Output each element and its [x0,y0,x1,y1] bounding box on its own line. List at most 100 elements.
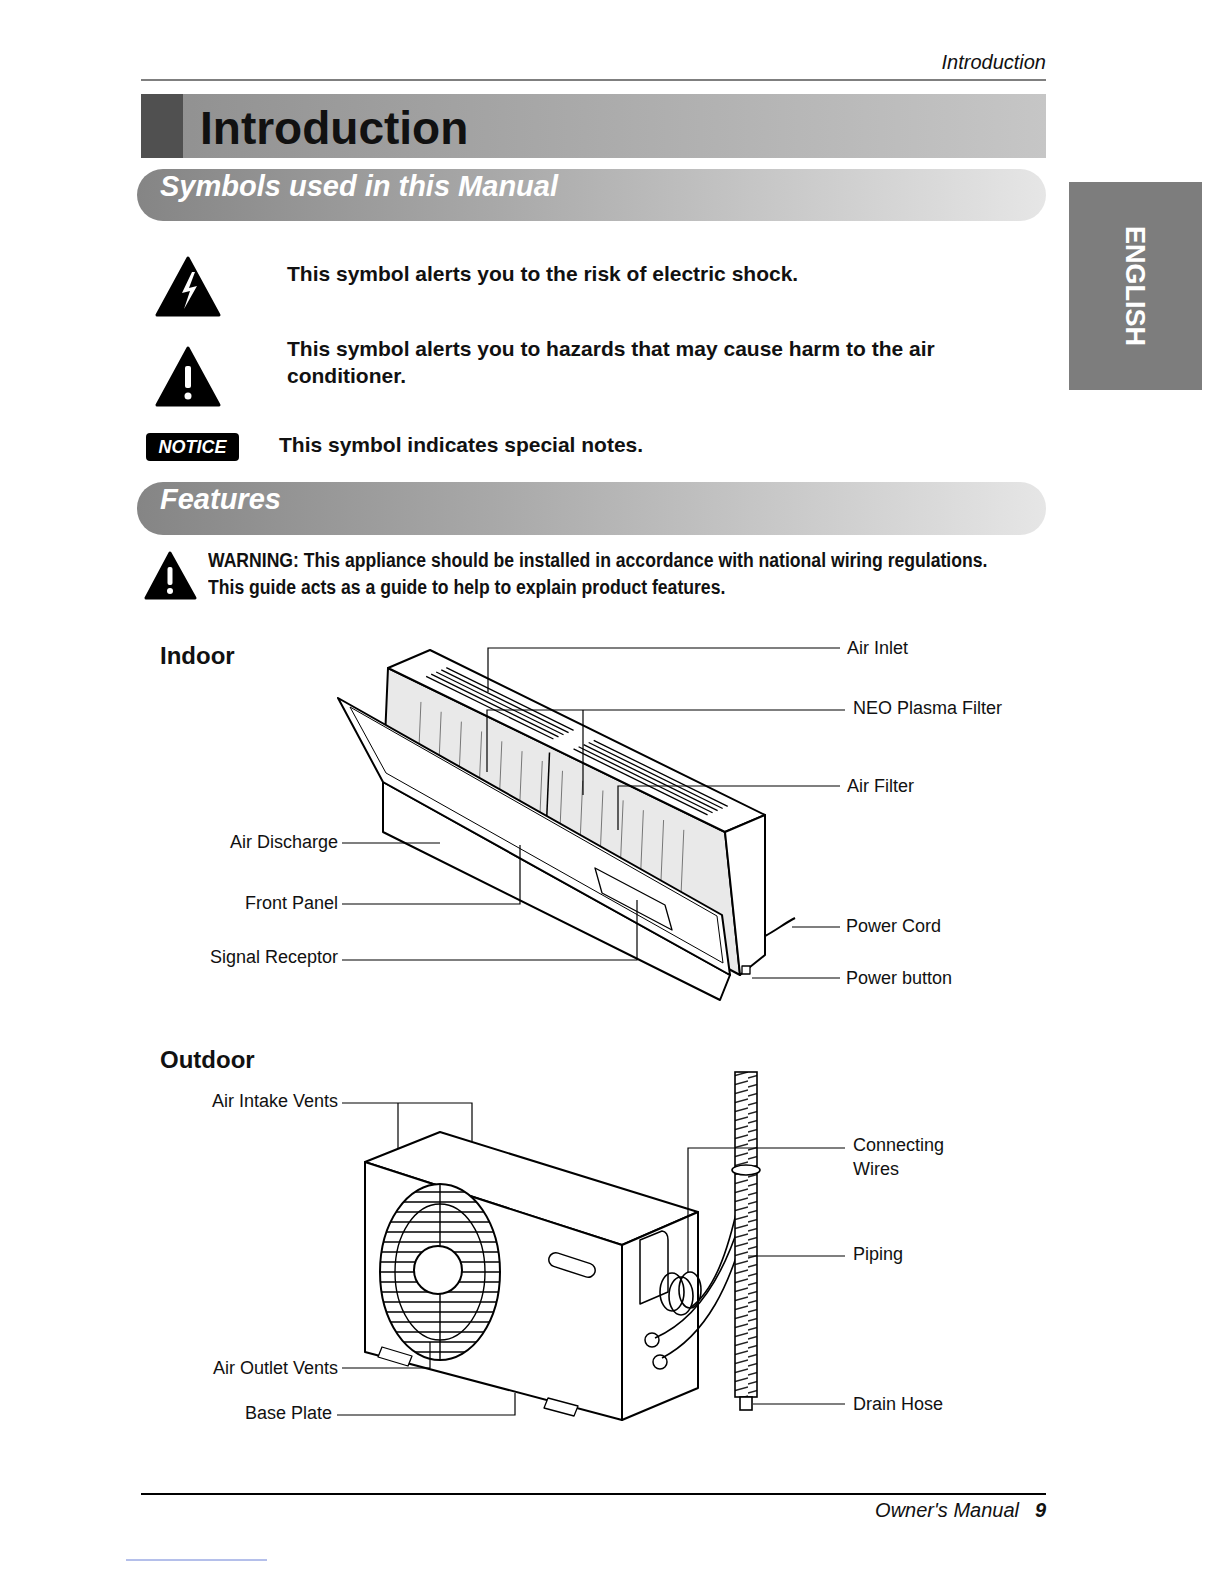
leader-line [397,1103,398,1148]
leader-line [582,710,583,795]
leader-line [487,710,845,772]
outdoor-leaders [337,1103,845,1415]
power-cord [765,918,795,936]
part-label: Drain Hose [853,1393,943,1416]
grille-slot [441,670,568,733]
grille-slot [594,740,728,806]
section-band: Features [137,482,1046,535]
grille-slot [579,747,713,813]
part-label: Air Intake Vents [212,1090,338,1113]
leader-line [792,926,840,927]
section-band: Symbols used in this Manual [137,169,1046,221]
service-valve [645,1333,659,1347]
part-label: Signal Receptor [210,946,338,969]
grille-slot [431,674,558,737]
indoor-leaders [342,648,845,978]
part-label: Air Filter [847,775,914,798]
leader-line [748,1255,845,1256]
part-label: Power button [846,967,952,990]
front-face [365,1162,622,1420]
leader-line [337,1393,515,1415]
notice-badge: NOTICE [146,433,239,461]
grille-slot [589,742,723,808]
footer-rule [141,1493,1046,1495]
leader-line [688,1148,845,1272]
leader-line [342,1342,430,1368]
part-label: Connecting Wires [853,1133,963,1181]
wire-coil [669,1277,693,1315]
grille-slot [574,749,708,815]
title-band [141,94,1046,158]
symbol-note: This symbol alerts you to the risk of el… [287,261,798,287]
exclamation-dot [185,393,192,400]
exclamation-bar [168,567,173,585]
exclamation-dot [167,588,173,594]
mounting-foot [544,1398,578,1416]
wire-run [690,1205,738,1308]
grille-bars [370,1180,510,1365]
wire-coil [679,1272,701,1308]
scan-artifact-line [126,1560,267,1561]
title-band-block [141,94,183,158]
warning-triangle [157,258,219,315]
indoor-unit [338,650,795,1000]
warning-triangle [157,348,219,405]
part-label: Base Plate [245,1402,332,1425]
part-label: Front Panel [245,892,338,915]
node-text: NOTICE [158,436,226,458]
outdoor-unit [365,1132,698,1420]
leader-line [342,842,440,843]
front-panel [338,698,730,975]
grille-slot [426,676,553,739]
part-label: Air Outlet Vents [213,1357,338,1380]
warning-triangle [146,553,195,598]
leader-line [342,1103,472,1141]
page-number: 9 [1035,1498,1046,1523]
header-rule [141,79,1046,80]
footer-text: Owner's Manual [875,1498,1019,1523]
pipe-clamp [732,1165,760,1175]
mounting-foot [378,1347,412,1366]
page-title: Introduction [200,100,468,156]
name-plate [547,1251,597,1279]
signal-receptor-window [595,868,672,930]
power-button [742,966,750,974]
leader-line [753,1403,845,1404]
drain-hose-end [740,1397,752,1410]
panel-inset [350,707,723,963]
grille-slot [584,745,718,811]
node-text: ENGLISH [1119,226,1151,346]
end-face [725,815,765,975]
leader-line [342,845,520,904]
warning-text: WARNING: This appliance should be instal… [208,547,1000,601]
running-header: Introduction [941,50,1046,75]
shock-symbol [157,258,219,315]
leader-line [752,977,840,978]
grille-slot [436,672,563,735]
node-text: Symbols used in this Manual [160,169,558,204]
grille-slot [446,668,573,731]
piping-assembly [655,1072,760,1410]
wrapped-pipe-bundle [735,1072,757,1397]
part-label: Piping [853,1243,903,1266]
part-label: Air Discharge [230,831,338,854]
view-heading: Indoor [160,641,235,671]
side-cover [640,1231,668,1304]
leader-line [618,786,840,830]
fan-hub [414,1246,462,1294]
node-text: Features [160,482,281,517]
hazard-symbol [157,348,219,405]
warning-symbol [146,553,195,598]
part-label: Air Inlet [847,637,908,660]
lightning-bolt [182,272,197,309]
symbol-note: This symbol indicates special notes. [279,432,643,458]
leader-line [342,900,637,960]
leader-line [488,648,840,692]
symbol-note: This symbol alerts you to hazards that m… [287,335,952,389]
view-heading: Outdoor [160,1045,255,1075]
part-label: Power Cord [846,915,941,938]
